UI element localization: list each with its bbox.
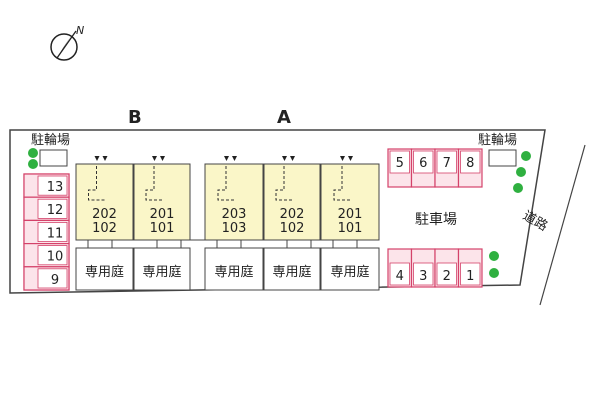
tree-icon xyxy=(28,148,38,158)
entrance-marker-icon xyxy=(152,156,165,161)
tree-icon xyxy=(489,251,499,261)
tree-icon xyxy=(489,268,499,278)
unit-number-upper: 201 xyxy=(338,207,363,222)
balcony xyxy=(216,239,242,249)
unit-number-lower: 101 xyxy=(150,221,175,236)
parking-space-number: 9 xyxy=(51,273,59,288)
parking-space-number: 5 xyxy=(396,156,404,171)
unit-number-upper: 202 xyxy=(92,207,117,222)
parking-space-number: 2 xyxy=(443,269,451,284)
road-edge-line xyxy=(539,144,586,306)
parking-space: 13 xyxy=(23,173,70,198)
parking-space-number: 7 xyxy=(443,156,451,171)
entrance-marker-icon xyxy=(282,156,295,161)
parking-space: 1 xyxy=(457,248,483,288)
entrance-marker-icon xyxy=(224,156,237,161)
parking-space: 9 xyxy=(23,266,70,291)
private-garden xyxy=(75,247,134,291)
tree-icon xyxy=(513,183,523,193)
parking-space-number: 1 xyxy=(466,269,474,284)
unit-number-lower: 103 xyxy=(222,221,247,236)
parking-space-number: 13 xyxy=(47,180,64,195)
parking-space-number: 12 xyxy=(47,203,64,218)
parking-space: 2 xyxy=(434,248,460,288)
building-letter-b: B xyxy=(128,107,142,128)
private-garden xyxy=(320,247,380,291)
parking-space: 4 xyxy=(387,248,413,288)
left-parking-column: 13 12 11 10 9 xyxy=(23,173,70,291)
parking-space-number: 8 xyxy=(466,156,474,171)
parking-space-number: 4 xyxy=(396,269,404,284)
unit-number-lower: 102 xyxy=(92,221,117,236)
unit-number-lower: 101 xyxy=(338,221,363,236)
north-arrow-icon xyxy=(50,30,78,61)
unit-number-upper: 201 xyxy=(150,207,175,222)
building-units: 202102専用庭201101専用庭203103専用庭202102専用庭2011… xyxy=(75,156,380,291)
tree-icon xyxy=(521,151,531,161)
private-garden-label: 専用庭 xyxy=(85,264,124,280)
private-garden-label: 専用庭 xyxy=(272,264,311,280)
parking-space-number: 11 xyxy=(47,226,64,241)
tree-group xyxy=(28,148,531,278)
parking-space: 6 xyxy=(410,148,436,188)
bike-parking-label-left: 駐輪場 xyxy=(31,132,70,148)
private-garden-label: 専用庭 xyxy=(214,264,253,280)
private-garden xyxy=(204,247,264,291)
stair-path xyxy=(333,166,352,201)
balcony xyxy=(332,239,358,249)
stair-path xyxy=(275,166,294,201)
stair-path xyxy=(217,166,236,201)
stair-path xyxy=(88,166,107,201)
private-garden-label: 専用庭 xyxy=(142,264,181,280)
unit-number-upper: 202 xyxy=(280,207,305,222)
balcony xyxy=(87,239,113,249)
bike-parking-right xyxy=(488,149,517,167)
parking-space: 8 xyxy=(457,148,483,188)
parking-space: 5 xyxy=(387,148,413,188)
unit-number-upper: 203 xyxy=(222,207,247,222)
entrance-marker-icon xyxy=(94,156,108,161)
parking-lot-label: 駐車場 xyxy=(415,211,457,228)
parking-space-number: 6 xyxy=(419,156,427,171)
north-label: N xyxy=(76,24,84,37)
unit-number-lower: 102 xyxy=(280,221,305,236)
building-letter-a: A xyxy=(277,107,291,128)
balcony xyxy=(286,239,312,249)
parking-space-number: 10 xyxy=(47,250,64,265)
parking-space-number: 3 xyxy=(419,269,427,284)
tree-icon xyxy=(28,159,38,169)
parking-space: 3 xyxy=(410,248,436,288)
bike-parking-label-right: 駐輪場 xyxy=(478,132,517,148)
private-garden xyxy=(263,247,321,291)
bike-parking-left xyxy=(39,149,68,167)
stair-path xyxy=(145,166,164,201)
parking-space: 11 xyxy=(23,219,70,245)
balcony xyxy=(156,239,182,249)
tree-icon xyxy=(516,167,526,177)
private-garden xyxy=(133,247,191,291)
parking-space: 12 xyxy=(23,196,70,221)
private-garden-label: 専用庭 xyxy=(330,264,369,280)
parking-space: 10 xyxy=(23,243,70,268)
parking-space: 7 xyxy=(434,148,460,188)
entrance-marker-icon xyxy=(340,156,353,161)
